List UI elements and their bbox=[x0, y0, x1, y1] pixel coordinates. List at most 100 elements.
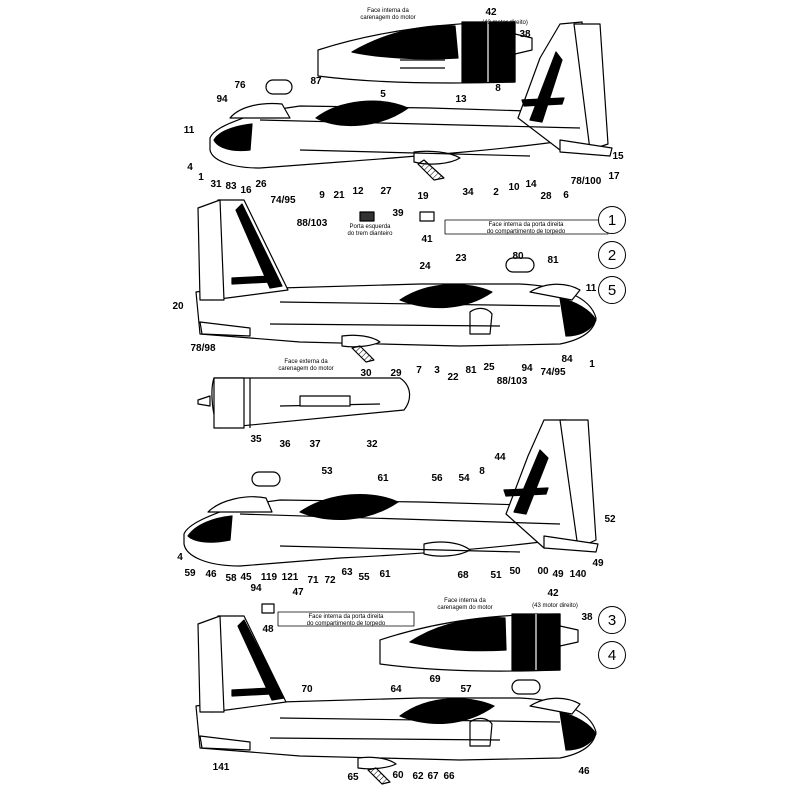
engine-cowling-inner-bottom bbox=[379, 613, 579, 672]
callout: 84 bbox=[561, 354, 573, 365]
callout: 78/100 bbox=[570, 176, 602, 187]
callout: 68 bbox=[457, 570, 469, 581]
callout: 11 bbox=[585, 283, 597, 294]
callout: 21 bbox=[333, 190, 345, 201]
callout: 88/103 bbox=[296, 218, 328, 229]
scheme-4-badge[interactable]: 4 bbox=[598, 641, 626, 669]
callout: 12 bbox=[352, 186, 364, 197]
note-motor-2: (43 motor direito) bbox=[532, 603, 578, 609]
callout: 38 bbox=[581, 612, 593, 623]
aircraft-profile-4 bbox=[195, 615, 597, 785]
callout: 81 bbox=[547, 255, 559, 266]
callout: 78/98 bbox=[190, 343, 216, 354]
note-line: Face interna da porta direita bbox=[308, 614, 384, 620]
callout: 31 bbox=[210, 179, 222, 190]
callout: 61 bbox=[379, 569, 391, 580]
note-line: carenagem do motor bbox=[360, 14, 416, 21]
callout: 60 bbox=[392, 770, 404, 781]
callout: 25 bbox=[483, 362, 495, 373]
engine-cowling-inner-top bbox=[317, 21, 533, 84]
callout: 83 bbox=[225, 181, 237, 192]
note-line: Face externa da bbox=[284, 359, 328, 365]
callout: 121 bbox=[281, 572, 299, 583]
callout: 50 bbox=[509, 566, 521, 577]
callout: 37 bbox=[309, 439, 321, 450]
callout: 23 bbox=[455, 253, 467, 264]
callout: 49 bbox=[552, 569, 564, 580]
callout: 1 bbox=[589, 359, 595, 370]
callout: 38 bbox=[519, 29, 531, 40]
note-line: Porta esquerda bbox=[349, 224, 391, 230]
callout: 8 bbox=[495, 83, 501, 94]
callout: 14 bbox=[525, 179, 537, 190]
callout: 16 bbox=[240, 185, 252, 196]
callout: 80 bbox=[512, 251, 524, 262]
callout: 74/95 bbox=[540, 367, 566, 378]
callout: 72 bbox=[324, 575, 336, 586]
torpedo-door-swatch-2 bbox=[261, 603, 275, 614]
callout: 28 bbox=[540, 191, 552, 202]
callout: 141 bbox=[212, 762, 230, 773]
scheme-2-badge[interactable]: 2 bbox=[598, 241, 626, 269]
aircraft-profile-2 bbox=[195, 199, 597, 363]
callout: 94 bbox=[521, 363, 533, 374]
callout: 58 bbox=[225, 573, 237, 584]
callout: 29 bbox=[390, 368, 402, 379]
scheme-3-badge[interactable]: 3 bbox=[598, 606, 626, 634]
callout: 70 bbox=[301, 684, 313, 695]
note-porta-torpedo-1: Face interna da porta direita do compart… bbox=[487, 222, 565, 236]
callout: 61 bbox=[377, 473, 389, 484]
note-line: carenagem do motor bbox=[437, 604, 493, 611]
callout: 81 bbox=[465, 365, 477, 376]
callout: 74/95 bbox=[270, 195, 296, 206]
note-porta-torpedo-2: Face interna da porta direita do compart… bbox=[307, 614, 385, 628]
note-porta-trem: Porta esquerda do trem dianteiro bbox=[347, 224, 392, 238]
callout: 62 bbox=[412, 771, 424, 782]
callout: 32 bbox=[366, 439, 378, 450]
callout: 00 bbox=[537, 566, 549, 577]
callout: 3 bbox=[434, 365, 440, 376]
callout: 48 bbox=[262, 624, 274, 635]
callout: 46 bbox=[578, 766, 590, 777]
torpedo-door-note-box-2 bbox=[277, 611, 415, 627]
callout: 51 bbox=[490, 570, 502, 581]
note-line: do compartimento de torpedo bbox=[306, 620, 386, 627]
callout: 45 bbox=[240, 572, 252, 583]
callout: 34 bbox=[462, 187, 474, 198]
scheme-5-badge[interactable]: 5 bbox=[598, 276, 626, 304]
callout: 5 bbox=[380, 89, 386, 100]
callout: 66 bbox=[443, 771, 455, 782]
callout: 71 bbox=[307, 575, 319, 586]
note-engine-inner-1: Face interna da carenagem do motor bbox=[360, 8, 415, 22]
aircraft-profile-1 bbox=[209, 21, 613, 181]
note-line: do trem dianteiro bbox=[347, 230, 393, 237]
callout: 55 bbox=[358, 572, 370, 583]
aircraft-profile-3 bbox=[183, 419, 599, 567]
callout: 4 bbox=[187, 162, 193, 173]
callout: 41 bbox=[421, 234, 433, 245]
callout: 20 bbox=[172, 301, 184, 312]
engine-cowling-outer bbox=[197, 377, 411, 429]
callout: 53 bbox=[321, 466, 333, 477]
callout: 63 bbox=[341, 567, 353, 578]
scheme-1-badge[interactable]: 1 bbox=[598, 206, 626, 234]
callout: 19 bbox=[417, 191, 429, 202]
note-line: Face interna da bbox=[444, 598, 486, 604]
callout: 35 bbox=[250, 434, 262, 445]
callout: 6 bbox=[563, 190, 569, 201]
callout: 8 bbox=[479, 466, 485, 477]
callout: 36 bbox=[279, 439, 291, 450]
callout: 10 bbox=[508, 182, 520, 193]
callout: 94 bbox=[250, 583, 262, 594]
callout: 76 bbox=[234, 80, 246, 91]
callout: 56 bbox=[431, 473, 443, 484]
callout: 59 bbox=[184, 568, 196, 579]
note-engine-inner-2: Face interna da carenagem do motor bbox=[437, 598, 492, 612]
callout: 67 bbox=[427, 771, 439, 782]
callout: 30 bbox=[360, 368, 372, 379]
callout: 44 bbox=[494, 452, 506, 463]
callout: 69 bbox=[429, 674, 441, 685]
callout: 26 bbox=[255, 179, 267, 190]
